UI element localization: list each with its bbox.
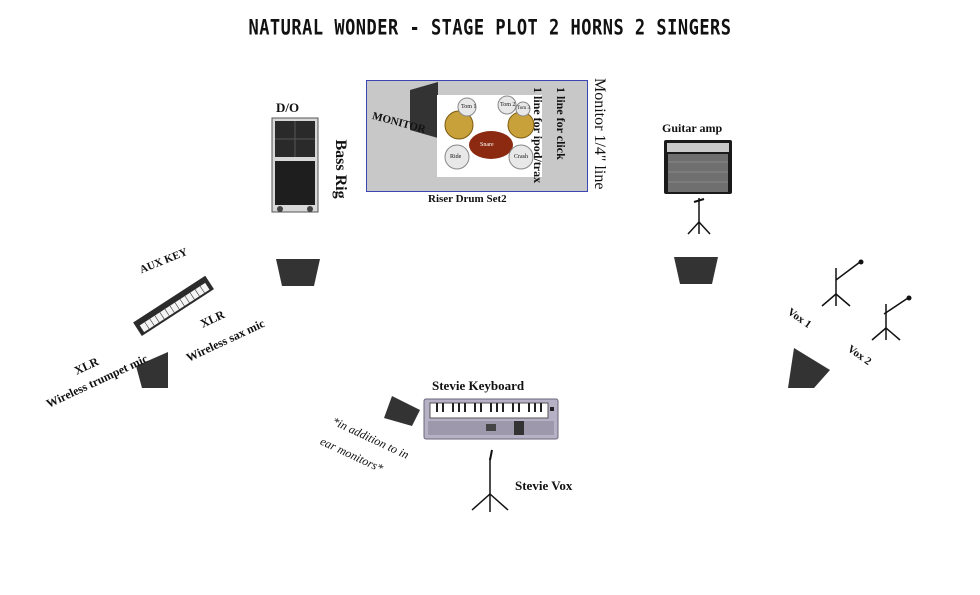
stevie-keyboard-icon [423, 398, 559, 440]
drum-label: Tom 2 [500, 102, 516, 108]
mic-stand-icon [821, 259, 864, 307]
drum-label: Ride [450, 154, 462, 160]
monitor-wedge-icon [136, 352, 168, 388]
monitor-wedge-icon [276, 259, 320, 286]
drum-kit-icon [444, 95, 535, 170]
drum-label: Crash [514, 154, 528, 160]
bass-rig-icon [271, 117, 319, 213]
click-line-label: 1 line for click [554, 87, 568, 160]
drum-monitor-wedge [410, 82, 438, 138]
guitar-amp-icon [664, 140, 732, 194]
page-title: NATURAL WONDER - STAGE PLOT 2 HORNS 2 SI… [248, 15, 732, 41]
drum-label: Snare [480, 142, 494, 148]
mic-stand-icon [687, 198, 711, 235]
stevie-vox-label: Stevie Vox [515, 478, 573, 493]
mic-stand-icon [871, 295, 912, 341]
mic-stand-icon [471, 449, 509, 512]
drum-kit: Tom 1 Tom 2 Ride Snare Crash Tom 3 [437, 95, 542, 177]
ipod-line-label: 1 line for ipod/trax [531, 87, 545, 184]
drum-label: Tom 1 [461, 104, 477, 110]
monitor-wedge-icon [788, 348, 830, 388]
do-label: D/O [276, 100, 300, 115]
monitor-wedge-icon [674, 257, 718, 284]
guitar-amp-label: Guitar amp [662, 121, 723, 135]
bass-rig-label: Bass Rig [332, 139, 349, 199]
drum-label: Tom 3 [517, 106, 530, 111]
monitor-wedge-icon [384, 396, 420, 426]
vox1-label: Vox 1 [785, 306, 814, 331]
stevie-keyboard-label: Stevie Keyboard [432, 378, 525, 393]
vox2-label: Vox 2 [845, 343, 874, 368]
aux-keyboard-icon [133, 275, 214, 336]
riser-label: Riser Drum Set2 [428, 193, 507, 205]
monitor-line-label: Monitor 1/4" line [591, 78, 608, 190]
